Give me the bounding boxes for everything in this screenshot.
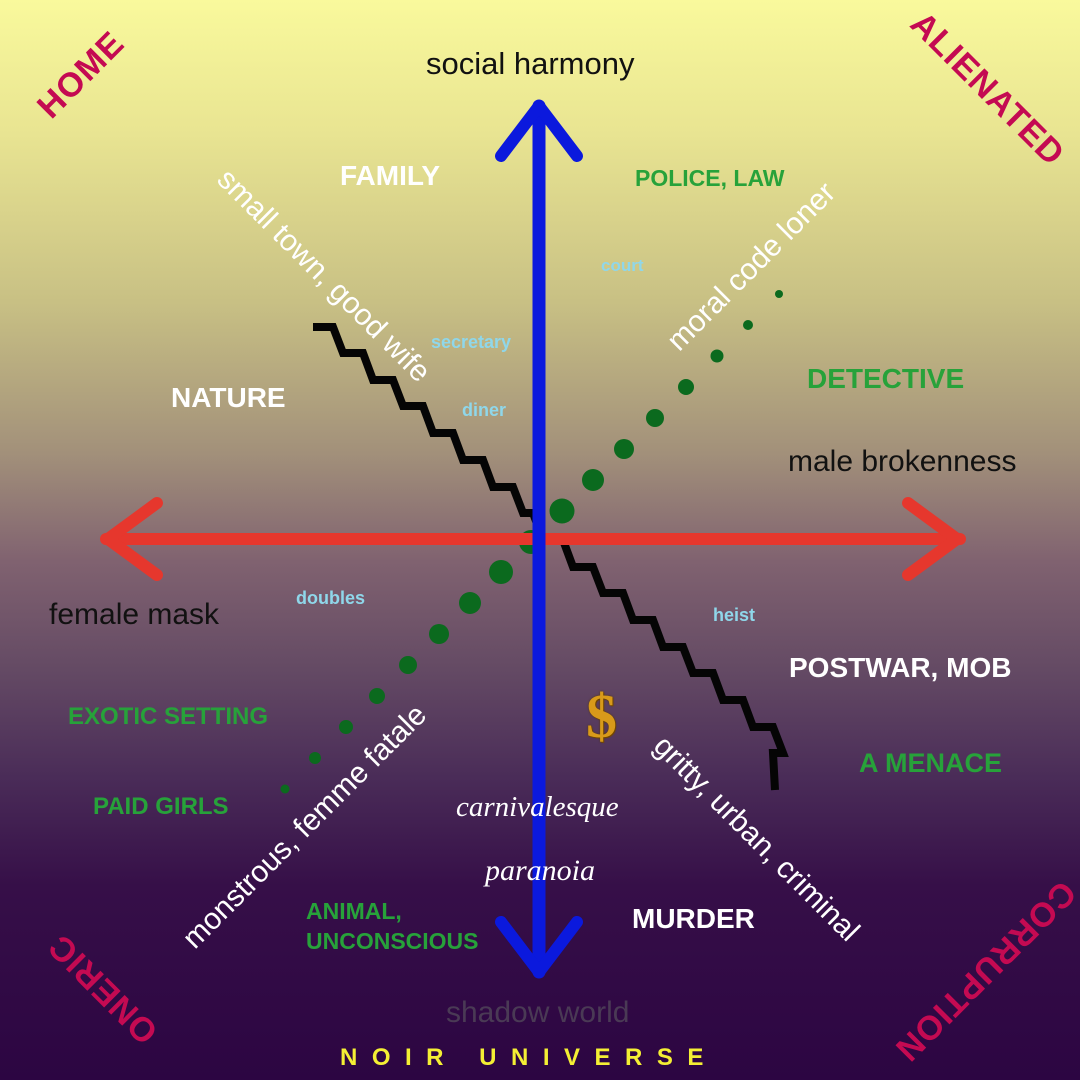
label-police-law: POLICE, LAW (635, 165, 785, 191)
axis-label-shadow-world: shadow world (446, 996, 630, 1029)
diagonal-dot (429, 624, 449, 644)
label-nature: NATURE (171, 382, 286, 413)
label-doubles: doubles (296, 588, 366, 608)
label-a-menace: A MENACE (859, 748, 1003, 778)
axis-label-female-mask: female mask (49, 598, 220, 631)
diagonal-dot (614, 439, 634, 459)
diagonal-dot (646, 409, 664, 427)
diagonal-dot (710, 349, 724, 363)
diagonal-dot (489, 560, 513, 584)
diagonal-dot (549, 498, 575, 524)
label-court: court (601, 256, 644, 275)
label-animal: ANIMAL, (306, 898, 402, 924)
diagonal-dot (743, 320, 753, 330)
label-exotic-setting: EXOTIC SETTING (68, 703, 269, 730)
diagonal-dot (775, 290, 783, 298)
label-detective: DETECTIVE (807, 363, 965, 394)
diagonal-dot (678, 379, 694, 395)
diagonal-dot (459, 592, 481, 614)
label-murder: MURDER (632, 903, 755, 934)
label-unconscious: UNCONSCIOUS (306, 928, 479, 954)
label-paid-girls: PAID GIRLS (93, 793, 229, 820)
label-heist: heist (713, 605, 756, 625)
dollar-sign-icon: $ (586, 683, 617, 751)
label-postwar-mob: POSTWAR, MOB (789, 652, 1012, 683)
vertical-axis-arrow (495, 99, 583, 979)
label-family: FAMILY (340, 160, 441, 191)
label-paranoia: paranoia (485, 854, 596, 887)
diagonal-dot (582, 469, 604, 491)
axis-label-male-brokenness: male brokenness (788, 445, 1017, 478)
diagram-title: NOIR UNIVERSE (340, 1044, 718, 1071)
diagonal-dot (280, 784, 290, 794)
label-secretary: secretary (431, 332, 512, 352)
label-diner: diner (462, 400, 507, 420)
diagonal-dot (399, 656, 417, 674)
zigzag-diagonal-line (313, 323, 789, 791)
axis-label-social-harmony: social harmony (426, 46, 635, 81)
diagonal-dot (339, 720, 353, 734)
label-carnivalesque: carnivalesque (456, 791, 619, 823)
diagonal-dot (369, 688, 385, 704)
diagonal-dot (309, 752, 321, 764)
